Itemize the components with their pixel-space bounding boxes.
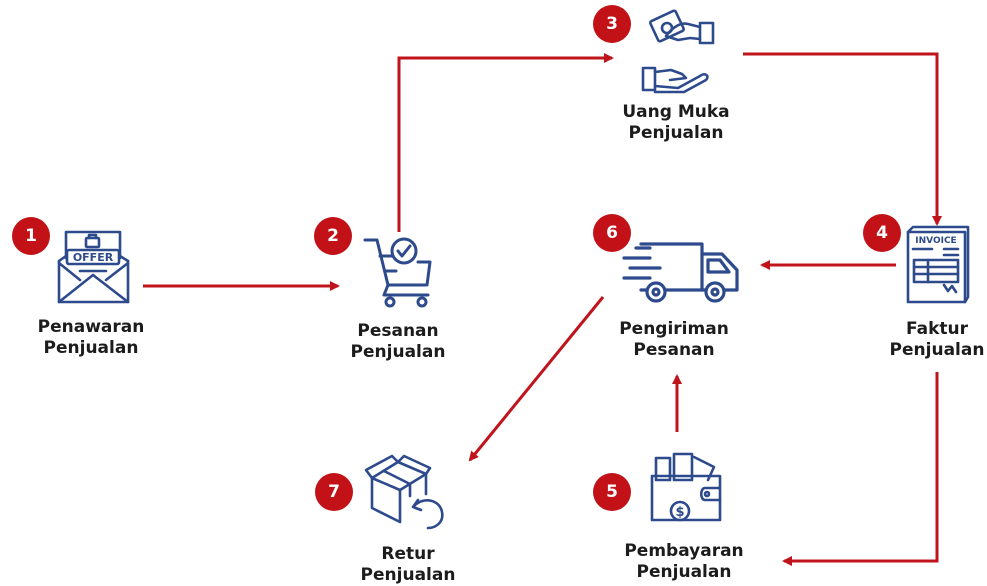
step-badge-5: 5 [593,473,631,511]
step-label-1: Penawaran Penjualan [38,317,145,359]
arrow-3-to-4 [743,52,942,226]
step-label-6: Pengiriman Pesanan [619,319,729,361]
step-label-4-line1: Faktur [905,319,968,339]
step-label-1-line2: Penjualan [43,338,139,358]
step-label-4-line2: Penjualan [889,340,985,360]
arrow-4-to-5 [782,372,939,566]
wallet-icon: $ [650,452,722,522]
money-handover-icon [641,9,715,94]
step-label-5-line2: Penjualan [636,562,732,582]
step-label-6-line2: Pesanan [633,340,715,360]
arrow-2-to-3 [397,53,614,232]
step-label-2-line1: Pesanan [357,321,439,341]
arrow-6-to-7 [468,296,605,462]
step-badge-7: 7 [315,473,353,511]
step-label-3-line1: Uang Muka [622,102,730,122]
invoice-text: INVOICE [915,236,956,246]
offer-envelope-icon: OFFER [57,230,130,304]
svg-text:$: $ [675,505,684,520]
step-badge-2: 2 [314,217,352,255]
step-label-7-line1: Retur [381,544,435,564]
step-badge-4: 4 [863,214,901,252]
step-label-2: Pesanan Penjualan [351,321,446,363]
step-label-2-line2: Penjualan [350,342,446,362]
step-label-5: Pembayaran Penjualan [624,541,743,583]
step-badge-6: 6 [593,214,631,252]
step-badge-3: 3 [593,5,631,43]
cart-check-icon [363,237,432,308]
step-label-6-line1: Pengiriman [619,319,729,339]
return-box-icon [364,454,444,530]
delivery-truck-icon [622,242,739,303]
invoice-icon: INVOICE [906,225,970,304]
step-badge-1: 1 [12,217,50,255]
step-label-7-line2: Penjualan [360,565,456,585]
step-label-5-line1: Pembayaran [624,541,744,561]
step-label-3: Uang Muka Penjualan [622,102,729,144]
offer-text: OFFER [73,251,114,264]
step-label-3-line2: Penjualan [628,123,724,143]
step-label-7: Retur Penjualan [361,544,456,586]
step-label-1-line1: Penawaran [37,317,145,337]
step-label-4: Faktur Penjualan [890,319,985,361]
